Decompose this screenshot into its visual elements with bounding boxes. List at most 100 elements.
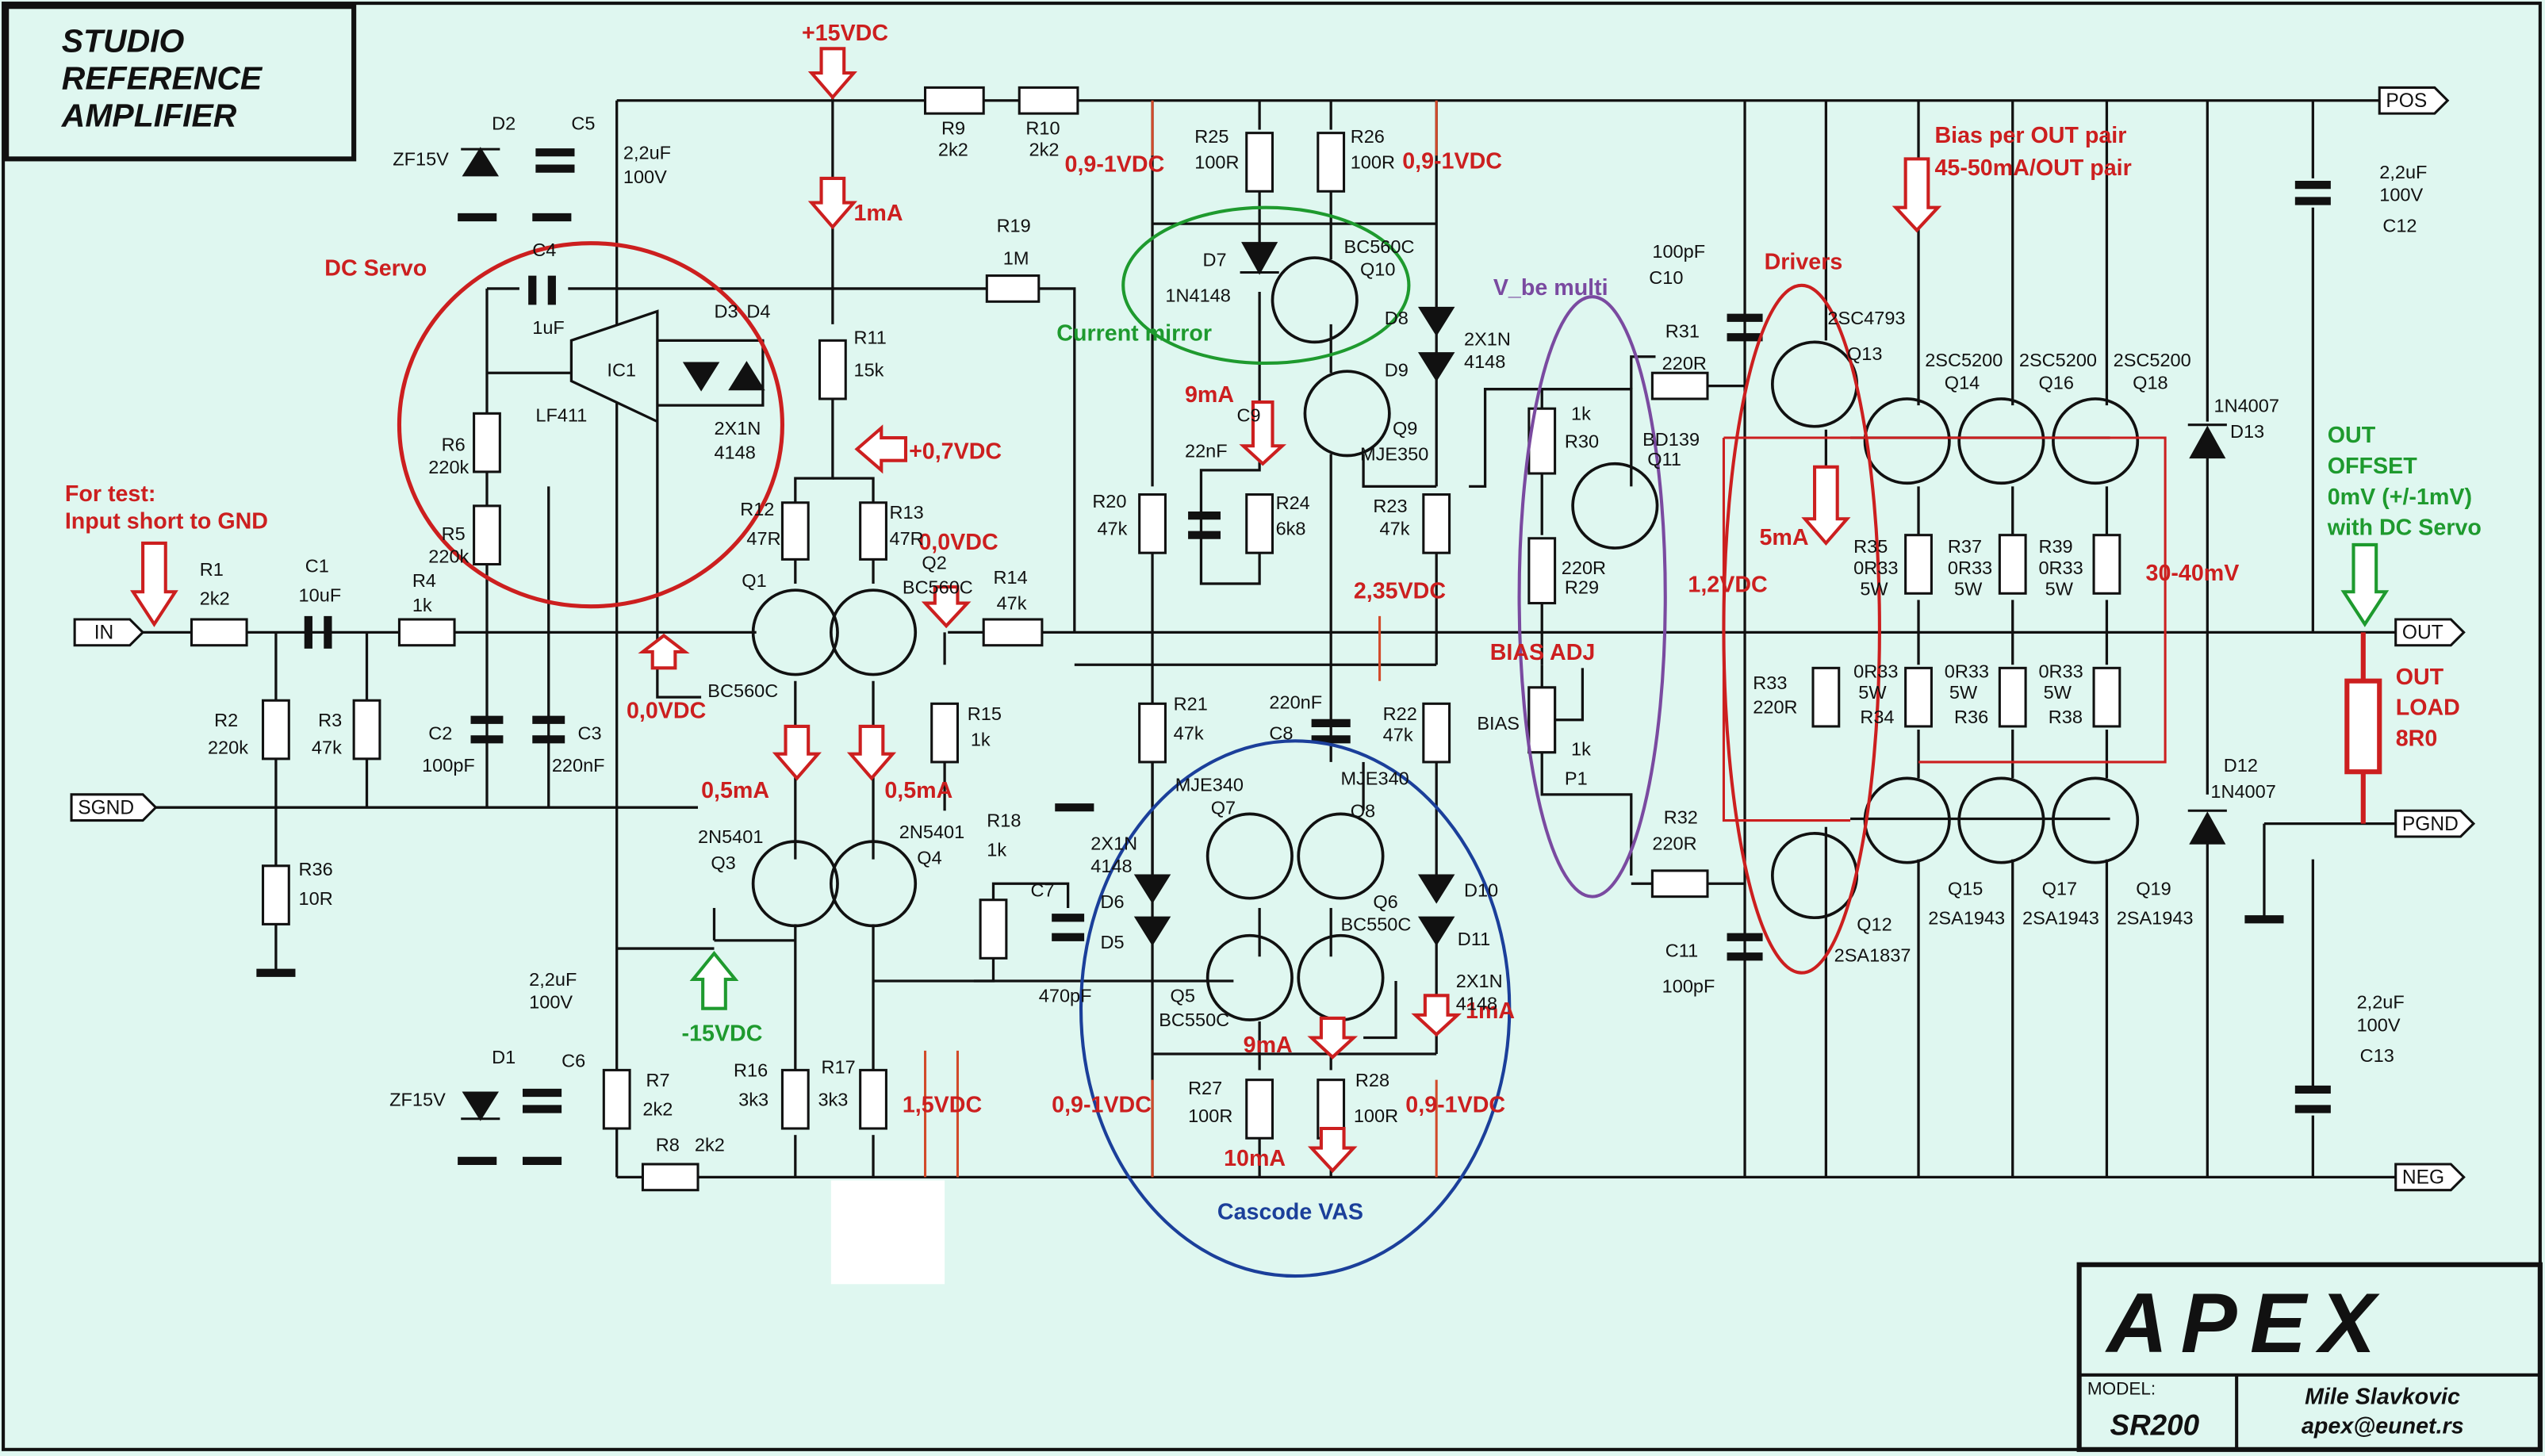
r34-power: 5W (1858, 682, 1887, 703)
c13-label: C13 (2360, 1045, 2394, 1066)
d34-value: 2X1N (714, 418, 761, 439)
q14-label: Q14 (1945, 373, 1980, 393)
green-arrows (689, 542, 2390, 1010)
c6-label: C6 (562, 1050, 585, 1071)
d4-label: D4 (746, 301, 770, 322)
model-number: SR200 (2110, 1408, 2200, 1441)
d13-label: D13 (2230, 421, 2264, 442)
title-box (4, 4, 357, 162)
r20-label: R20 (1092, 491, 1126, 512)
q16-label: Q16 (2038, 373, 2073, 393)
c12-value: 2,2uF (2379, 162, 2427, 182)
r35-power: 5W (1860, 578, 1888, 599)
ground-symbols (256, 213, 2284, 1166)
c11-value: 100pF (1662, 975, 1715, 996)
r2-value: 220k (208, 738, 248, 758)
r31-label: R31 (1665, 320, 1700, 341)
q11-label: Q11 (1647, 449, 1681, 469)
out-offset-label-4: with DC Servo (2327, 515, 2482, 541)
r10-label: R10 (1025, 118, 1060, 139)
c2-value: 100pF (422, 755, 475, 776)
author-email: apex@eunet.rs (2302, 1413, 2464, 1439)
port-labels: IN SGND POS OUT PGND NEG (78, 90, 2459, 1189)
r9-value: 2k2 (938, 139, 968, 159)
r16-label: R16 (734, 1060, 768, 1081)
q1-label: Q1 (742, 570, 766, 591)
voltage-12: 1,2VDC (1688, 572, 1767, 597)
r11-label: R11 (853, 327, 886, 347)
resistors (190, 86, 2382, 1192)
d89-value: 2X1N (1464, 328, 1511, 349)
r34-label: R34 (1860, 707, 1894, 727)
author-name: Mile Slavkovic (2305, 1385, 2460, 1410)
r16-value: 3k3 (738, 1089, 768, 1109)
r36-label: R36 (299, 859, 333, 879)
current-mirror-highlight (1121, 205, 1411, 366)
title-line-3: AMPLIFIER (61, 97, 237, 133)
apex-logo: APEX (2104, 1276, 2388, 1370)
r38-label: R38 (2049, 707, 2083, 727)
port-neg: NEG (2402, 1167, 2444, 1189)
vbe-multi-label: V_be multi (1493, 275, 1608, 301)
q5-type: BC550C (1159, 1010, 1229, 1030)
r39-label: R39 (2038, 536, 2072, 557)
r36-value: 10R (299, 888, 333, 909)
r1-label: R1 (200, 559, 224, 580)
d1-value: ZF15V (389, 1089, 446, 1109)
r33-label: R33 (1753, 672, 1787, 693)
q10-type: BC560C (1344, 236, 1415, 257)
r33-value: 220R (1753, 697, 1797, 718)
r3-value: 47k (312, 738, 342, 758)
neg-supply-label: -15VDC (682, 1021, 763, 1047)
c4-label: C4 (532, 239, 556, 260)
bias-current-label: 45-50mA/OUT pair (1934, 155, 2131, 181)
opamp-symbol (569, 309, 659, 424)
indicator-arrows (130, 47, 1942, 1174)
r29-value: 220R (1562, 557, 1606, 578)
voltage-30-40mv: 30-40mV (2146, 561, 2240, 586)
cascode-vas-label: Cascode VAS (1217, 1200, 1363, 1225)
title-line-2: REFERENCE (62, 59, 263, 96)
d1011-value: 2X1N (1456, 971, 1503, 991)
q16-type: 2SC5200 (2019, 350, 2097, 370)
ic1-label: IC1 (607, 359, 636, 380)
transistors (751, 256, 2140, 1021)
r32-value: 220R (1652, 833, 1696, 853)
vbe-multi-highlight (1517, 295, 1667, 899)
r7-label: R7 (646, 1070, 670, 1090)
r15-label: R15 (968, 703, 1002, 724)
q4-type: 2N5401 (899, 822, 964, 842)
r26-value: 100R (1351, 152, 1395, 173)
current-10ma: 10mA (1224, 1146, 1286, 1171)
p1-bias: BIAS (1477, 713, 1520, 734)
c6-voltage: 100V (529, 992, 573, 1013)
port-in: IN (94, 623, 114, 644)
voltage-15: 1,5VDC (903, 1093, 982, 1118)
q2-label: Q2 (922, 553, 946, 573)
q9-label: Q9 (1393, 418, 1417, 439)
r17-label: R17 (822, 1056, 856, 1077)
current-05-b: 0,5mA (884, 778, 952, 803)
r15-value: 1k (971, 730, 991, 750)
r23-label: R23 (1373, 496, 1407, 516)
r23-value: 47k (1380, 519, 1410, 539)
q5-label: Q5 (1171, 986, 1195, 1006)
out-offset-label-3: 0mV (+/-1mV) (2328, 485, 2472, 510)
c8-label: C8 (1269, 722, 1293, 743)
q12-type: 2SA1837 (1834, 944, 1911, 965)
q10-label: Q10 (1360, 259, 1395, 280)
q19-type: 2SA1943 (2117, 907, 2194, 928)
d11-label: D11 (1458, 929, 1490, 949)
r38-power: 5W (2044, 682, 2072, 703)
voltage-235: 2,35VDC (1354, 578, 1446, 603)
r14-value: 47k (997, 593, 1027, 614)
r5-value: 220k (428, 546, 469, 566)
current-1ma-bottom: 1mA (1466, 998, 1515, 1024)
d7-type: 1N4148 (1165, 285, 1230, 305)
r27-value: 100R (1188, 1105, 1232, 1126)
capacitors (304, 148, 2331, 1113)
r1-value: 2k2 (200, 588, 230, 609)
port-pgnd: PGND (2402, 814, 2459, 835)
r27-label: R27 (1188, 1078, 1222, 1098)
